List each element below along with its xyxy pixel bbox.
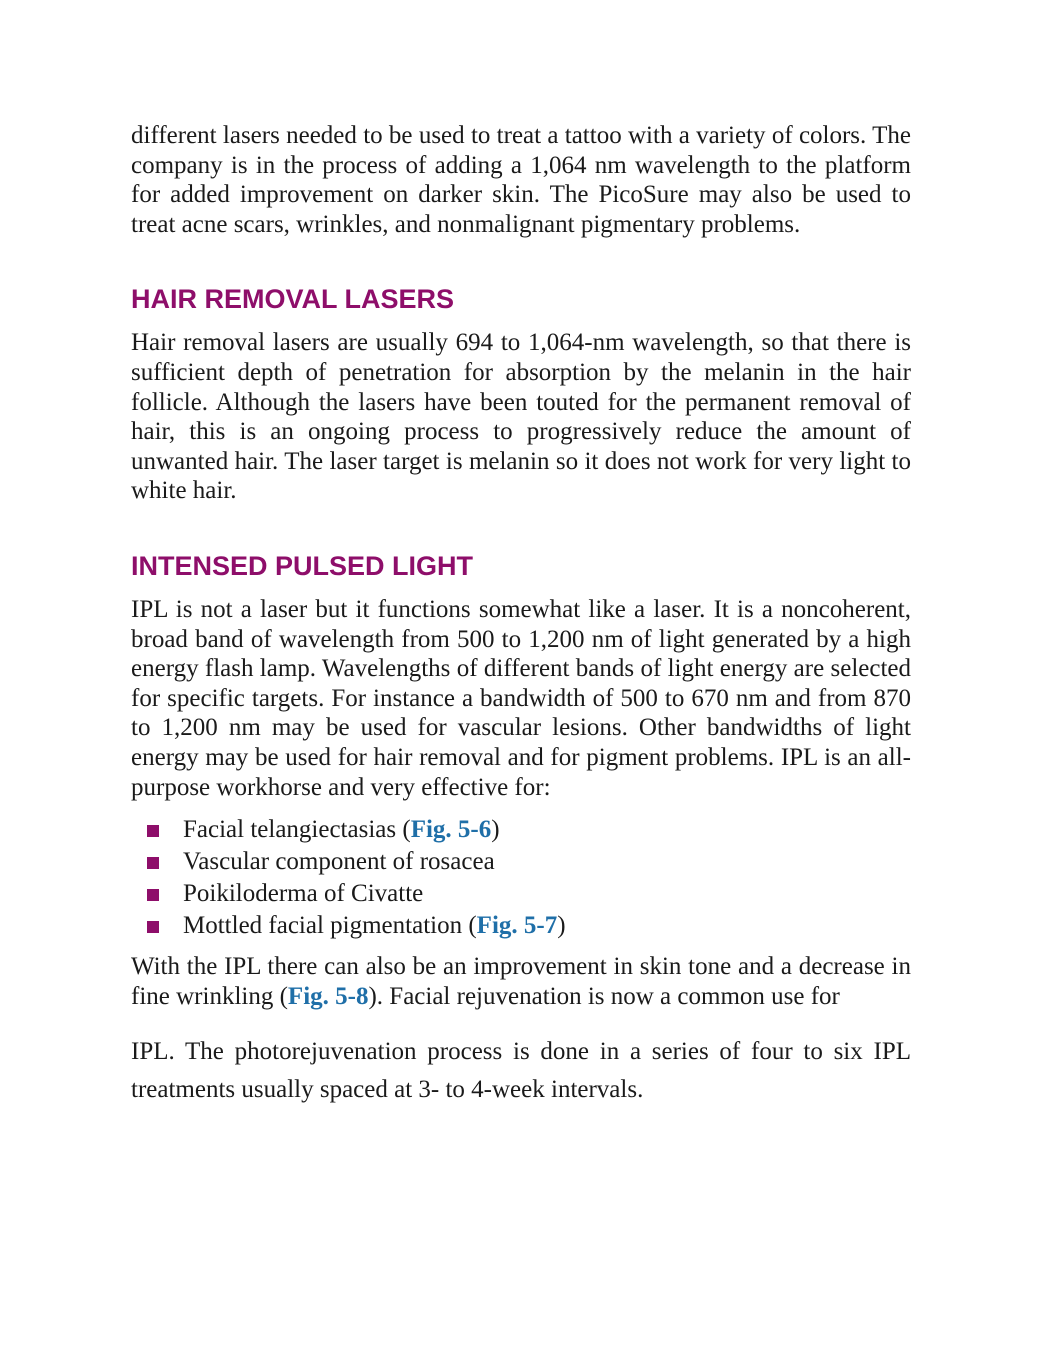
section-heading-hair-removal: HAIR REMOVAL LASERS [131,284,455,315]
ipl-continuation-paragraph: IPL. The photorejuvenation process is do… [131,1038,911,1104]
section-heading-ipl: INTENSED PULSED LIGHT [131,550,474,581]
ipl-indications-list: Facial telangiectasias (Fig. 5-6) Vascul… [131,814,911,942]
ipl-paragraph: IPL is not a laser but it functions some… [131,595,911,801]
list-item: Poikiloderma of Civatte [131,878,911,910]
list-item-text: Poikiloderma of Civatte [183,880,424,908]
list-item: Mottled facial pigmentation (Fig. 5-7) [131,910,911,942]
square-bullet-icon [147,889,159,902]
figure-link-5-6[interactable]: Fig. 5-6 [410,816,492,844]
list-item: Facial telangiectasias (Fig. 5-6) [131,814,911,846]
figure-link-5-8[interactable]: Fig. 5-8 [287,982,369,1010]
hair-removal-paragraph: Hair removal lasers are usually 694 to 1… [131,329,911,505]
list-item-text: Vascular component of rosacea [183,848,495,876]
square-bullet-icon [147,825,159,838]
ipl-after-text-start: With the IPL there can also be an improv… [131,953,911,1010]
list-item-text: Facial telangiectasias ( [183,816,411,844]
square-bullet-icon [147,921,159,934]
list-item: Vascular component of rosacea [131,846,911,878]
ipl-after-text-end: ). Facial rejuvenation is now a common u… [368,982,840,1010]
list-item-text: Mottled facial pigmentation ( [183,912,477,940]
list-item-suffix: ) [491,816,500,844]
intro-paragraph: different lasers needed to be used to tr… [131,122,911,238]
figure-link-5-7[interactable]: Fig. 5-7 [476,912,558,940]
list-item-suffix: ) [557,912,566,940]
document-page: different lasers needed to be used to tr… [131,121,911,1109]
square-bullet-icon [147,857,159,870]
ipl-after-paragraph: With the IPL there can also be an improv… [131,952,911,1011]
